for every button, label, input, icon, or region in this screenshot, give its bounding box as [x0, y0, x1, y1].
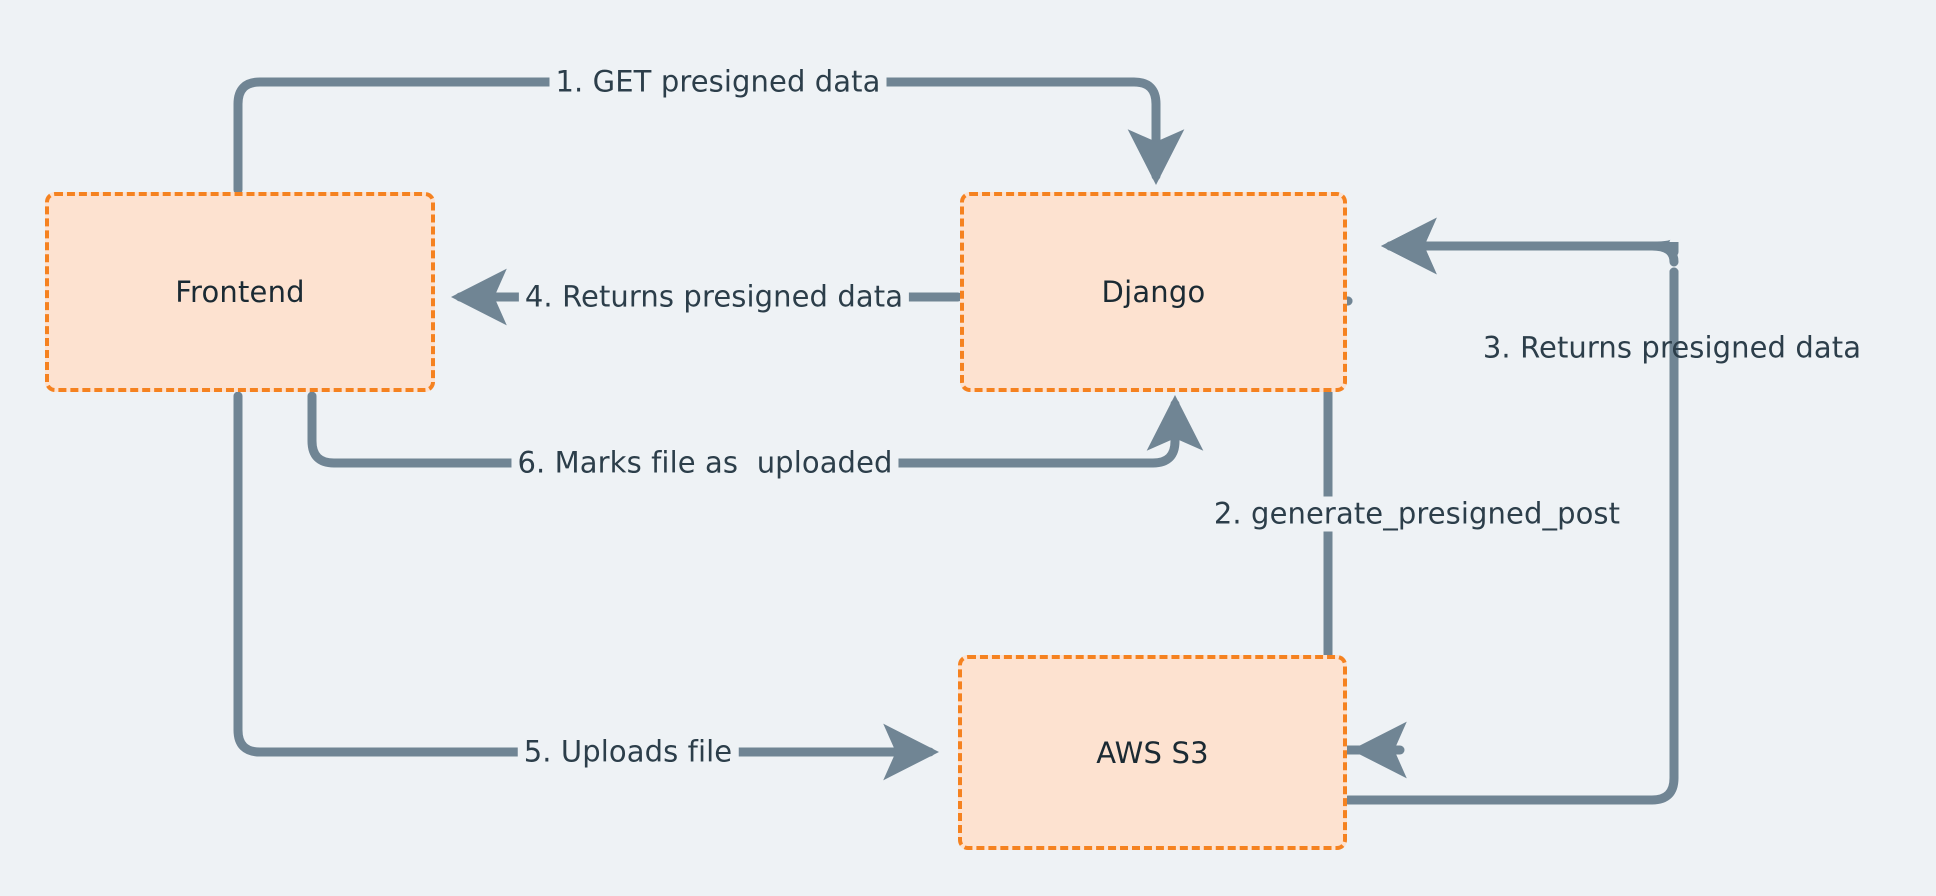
edge-label-2: 2. generate_presigned_post	[1207, 496, 1627, 532]
edge-path-3	[1343, 267, 1679, 805]
edge-label-4: 4. Returns presigned data	[518, 279, 910, 315]
node-aws-s3[interactable]: AWS S3	[958, 655, 1347, 850]
edge-label-6: 6. Marks file as uploaded	[511, 445, 899, 481]
edge-label-5: 5. Uploads file	[517, 734, 739, 770]
node-django[interactable]: Django	[960, 192, 1347, 392]
node-frontend[interactable]: Frontend	[45, 192, 435, 392]
edge-path-5	[233, 391, 940, 781]
node-aws-s3-label: AWS S3	[1096, 735, 1209, 770]
edge-label-3: 3. Returns presigned data	[1482, 330, 1862, 365]
edge-path-3d	[1380, 217, 1679, 275]
edge-label-1: 1. GET presigned data	[549, 64, 887, 100]
node-frontend-label: Frontend	[175, 275, 305, 309]
node-django-label: Django	[1101, 275, 1206, 309]
